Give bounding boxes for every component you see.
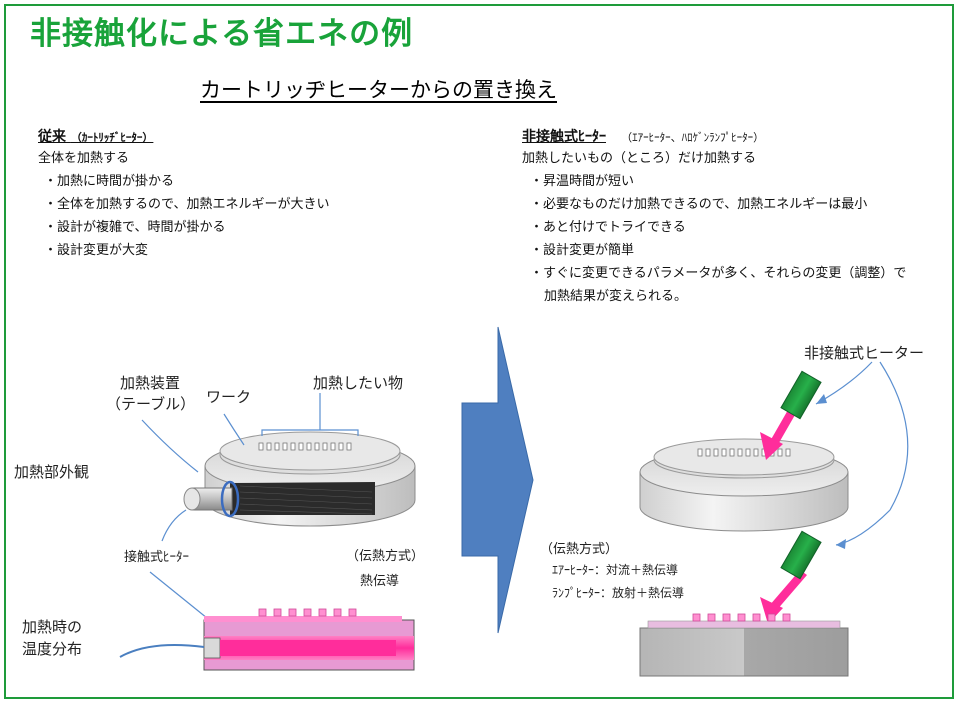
right-point: ・すぐに変更できるパラメータが多く、それらの変更（調整）で — [530, 266, 907, 281]
left-point: ・設計が複雑で、時間が掛かる — [44, 220, 226, 235]
left-callouts — [141, 392, 321, 636]
right-heading: 非接触式ﾋｰﾀｰ （ｴｱｰﾋｰﾀｰ、ﾊﾛｹﾞﾝﾗﾝﾌﾟﾋｰﾀｰ） — [522, 126, 764, 146]
right-summary: 加熱したいもの（ところ）だけ加熱する — [522, 151, 757, 166]
label-lamp-heater: ﾗﾝﾌﾟﾋｰﾀｰ：放射＋熱伝導 — [552, 586, 685, 600]
right-point: ・あと付けでトライできる — [530, 220, 686, 235]
left-heading: 従来 （ｶｰﾄﾘｯﾁﾞﾋｰﾀｰ） — [38, 126, 153, 146]
right-point: 加熱結果が変えられる。 — [544, 289, 688, 304]
right-work-parts — [692, 613, 791, 622]
slide-title: 非接触化による省エネの例 — [30, 16, 414, 52]
left-temp-distribution — [203, 616, 415, 671]
left-work-bumps — [258, 442, 352, 451]
label-air-heater: ｴｱｰﾋｰﾀｰ：対流＋熱伝導 — [552, 563, 679, 577]
left-work-parts — [258, 608, 357, 617]
label-heating-device: 加熱装置 — [120, 374, 181, 392]
left-point: ・全体を加熱するので、加熱エネルギーが大きい — [44, 197, 330, 212]
cartridge-heater — [183, 480, 375, 518]
target-bracket — [261, 429, 359, 436]
label-heating-device-table: （テーブル） — [106, 395, 196, 413]
slide-subtitle: カートリッヂヒーターからの置き換え — [200, 78, 557, 102]
right-heading-main: 非接触式ﾋｰﾀｰ — [522, 129, 606, 145]
transition-arrow — [461, 326, 534, 634]
label-work: ワーク — [206, 388, 252, 406]
callout-arrowhead — [816, 394, 827, 404]
left-heading-main: 従来 — [38, 129, 66, 145]
label-exterior: 加熱部外観 — [14, 463, 90, 481]
callout-arrowhead — [836, 539, 846, 549]
temp-probe-wire — [119, 643, 205, 658]
right-table-cylinder — [639, 438, 849, 532]
label-temp-dist-2: 温度分布 — [22, 640, 83, 658]
label-contact-heater: 接触式ﾋｰﾀｰ — [124, 550, 190, 565]
slide-frame — [4, 4, 954, 699]
right-plate — [639, 620, 849, 677]
left-heading-sub: （ｶｰﾄﾘｯﾁﾞﾋｰﾀｰ） — [70, 131, 154, 144]
label-left-method-title: （伝熱方式） — [346, 549, 425, 564]
label-right-method-title: （伝熱方式） — [540, 542, 619, 557]
right-point: ・設計変更が簡単 — [530, 243, 635, 258]
noncontact-heater-lower — [760, 530, 822, 624]
label-left-method: 熱伝導 — [360, 574, 400, 589]
right-point: ・必要なものだけ加熱できるので、加熱エネルギーは最小 — [530, 197, 868, 212]
label-target: 加熱したい物 — [313, 374, 404, 392]
left-point: ・加熱に時間が掛かる — [44, 174, 175, 189]
label-temp-dist-1: 加熱時の — [22, 618, 83, 636]
label-noncontact-heater: 非接触式ヒーター — [804, 344, 925, 362]
noncontact-heater-upper — [760, 370, 822, 460]
right-point: ・昇温時間が短い — [530, 174, 635, 189]
left-point: ・設計変更が大変 — [44, 243, 149, 258]
right-heading-note: （ｴｱｰﾋｰﾀｰ、ﾊﾛｹﾞﾝﾗﾝﾌﾟﾋｰﾀｰ） — [621, 131, 765, 144]
left-summary: 全体を加熱する — [38, 151, 130, 166]
